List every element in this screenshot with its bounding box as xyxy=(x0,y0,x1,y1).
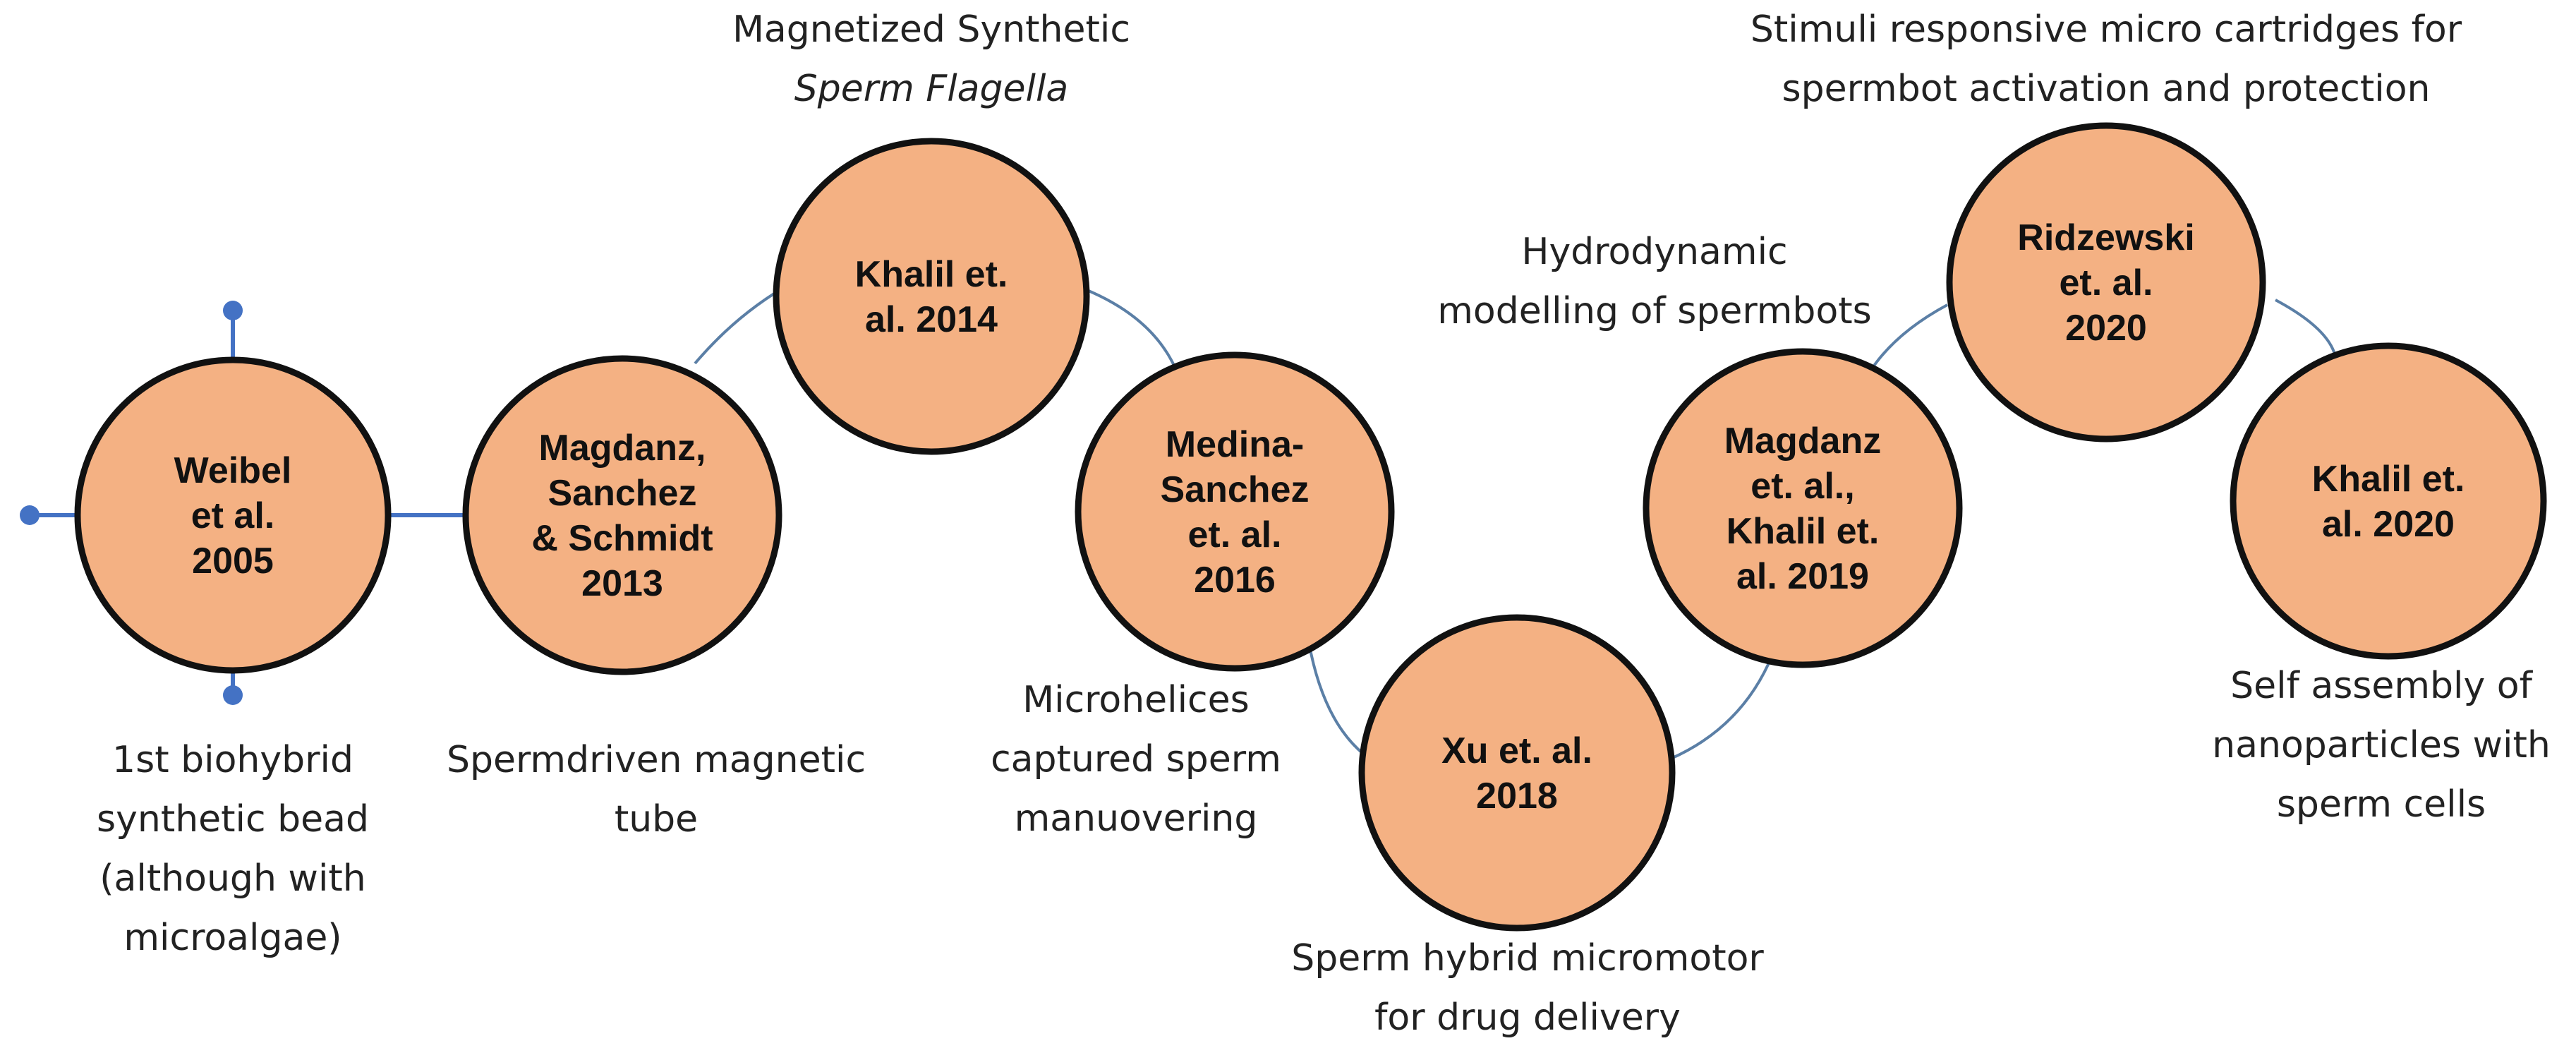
connector-2013-2014 xyxy=(694,287,785,365)
caption-line: synthetic bead xyxy=(97,798,369,841)
caption-line: nanoparticles with xyxy=(2212,724,2551,766)
node-label-line: et. al. xyxy=(1188,514,1282,555)
node-label-line: Ridzewski xyxy=(2017,217,2194,258)
node-circle xyxy=(1075,351,1395,672)
node-label-line: 2020 xyxy=(2065,308,2147,349)
caption-line: (although with xyxy=(99,857,366,900)
node-label-line: Medina- xyxy=(1166,424,1304,465)
node-label-line: al. 2020 xyxy=(2322,504,2455,545)
node-label-line: al. 2014 xyxy=(865,299,998,340)
node-label-line: et. al. xyxy=(2060,263,2153,303)
caption-line: sperm cells xyxy=(2276,783,2486,826)
node-circle xyxy=(1643,348,1963,668)
caption-line: Spermdriven magnetic xyxy=(446,739,866,781)
node-circle xyxy=(2230,342,2547,660)
connector-2016-2018 xyxy=(1307,642,1365,755)
caption-khalil-2020: Self assembly of nanoparticles with sper… xyxy=(2184,656,2576,834)
node-label-line: & Schmidt xyxy=(531,518,713,559)
caption-weibel-2005: 1st biohybrid synthetic bead (although w… xyxy=(67,730,399,968)
node-circle xyxy=(773,138,1090,455)
node-label: Khalil et.al. 2020 xyxy=(2312,459,2465,545)
node-label-line: Weibel xyxy=(174,450,292,491)
caption-xu-2018: Sperm hybrid micromotor for drug deliver… xyxy=(1259,929,1796,1047)
timeline-node-khalil-2014: Khalil et.al. 2014 xyxy=(773,138,1090,455)
connector-2020-2020b xyxy=(2275,299,2337,357)
caption-medina-2016: Microhelices captured sperm manuovering xyxy=(981,670,1291,848)
connector-2018-2019 xyxy=(1670,654,1774,760)
caption-line: for drug delivery xyxy=(1374,996,1681,1039)
node-label-line: et. al., xyxy=(1750,466,1854,507)
caption-line: manuovering xyxy=(1014,797,1258,840)
node-label-line: 2005 xyxy=(192,541,274,582)
start-marker-bottom-dot xyxy=(223,685,243,705)
caption-line: modelling of spermbots xyxy=(1437,290,1872,332)
timeline-node-xu-2018: Xu et. al. 2018 xyxy=(1358,614,1676,932)
node-label-line: Khalil et. xyxy=(2312,459,2465,500)
node-label: Xu et. al. 2018 xyxy=(1441,730,1592,817)
start-marker-left-dot xyxy=(20,505,40,525)
node-label-line: Sanchez xyxy=(1161,469,1310,510)
caption-khalil-2014: Magnetized Synthetic Sperm Flagella xyxy=(699,0,1164,119)
node-label: Ridzewski et. al. 2020 xyxy=(2017,217,2194,349)
caption-line: microalgae) xyxy=(123,917,342,959)
timeline-node-ridzewski-2020: Ridzewski et. al. 2020 xyxy=(1946,122,2266,442)
start-marker-top-dot xyxy=(223,301,243,320)
node-circle xyxy=(74,356,392,674)
node-label-line: Magdanz, xyxy=(539,428,706,469)
caption-line: Microhelices xyxy=(1022,679,1250,721)
node-label-line: 2013 xyxy=(581,563,663,604)
node-label-line: Xu et. al. xyxy=(1441,730,1592,771)
caption-ridzewski-2020: Stimuli responsive micro cartridges for … xyxy=(1707,0,2505,119)
node-label-line: et al. xyxy=(191,495,275,536)
caption-magdanz-2013: Spermdriven magnetic tube xyxy=(423,730,889,849)
caption-line: Sperm hybrid micromotor xyxy=(1291,937,1764,980)
caption-line: tube xyxy=(614,798,699,841)
node-circle xyxy=(1358,614,1676,932)
node-circle xyxy=(1946,122,2266,442)
caption-line: Stimuli responsive micro cartridges for xyxy=(1750,8,2462,51)
caption-line: Self assembly of xyxy=(2230,665,2532,707)
caption-line-italic: Sperm Flagella xyxy=(794,68,1069,110)
node-label: Khalil et.al. 2014 xyxy=(855,254,1008,340)
caption-line: captured sperm xyxy=(991,738,1281,781)
node-label-line: al. 2019 xyxy=(1736,556,1869,597)
node-label-line: 2018 xyxy=(1476,776,1558,817)
node-label-line: Sanchez xyxy=(548,473,697,514)
caption-line: 1st biohybrid xyxy=(112,739,353,781)
caption-line: Hydrodynamic xyxy=(1521,231,1788,273)
connector-2014-2016 xyxy=(1077,285,1176,368)
node-label-line: Khalil et. xyxy=(855,254,1008,295)
timeline-node-khalil-2020: Khalil et.al. 2020 xyxy=(2230,342,2547,660)
node-label-line: 2016 xyxy=(1194,560,1276,601)
node-label-line: Khalil et. xyxy=(1727,511,1880,552)
node-circle xyxy=(462,355,782,675)
node-label-line: Magdanz xyxy=(1724,421,1881,462)
caption-line: Magnetized Synthetic xyxy=(732,8,1130,51)
caption-magdanz-khalil-2019: Hydrodynamic modelling of spermbots xyxy=(1415,222,1894,341)
caption-line: spermbot activation and protection xyxy=(1782,68,2431,110)
